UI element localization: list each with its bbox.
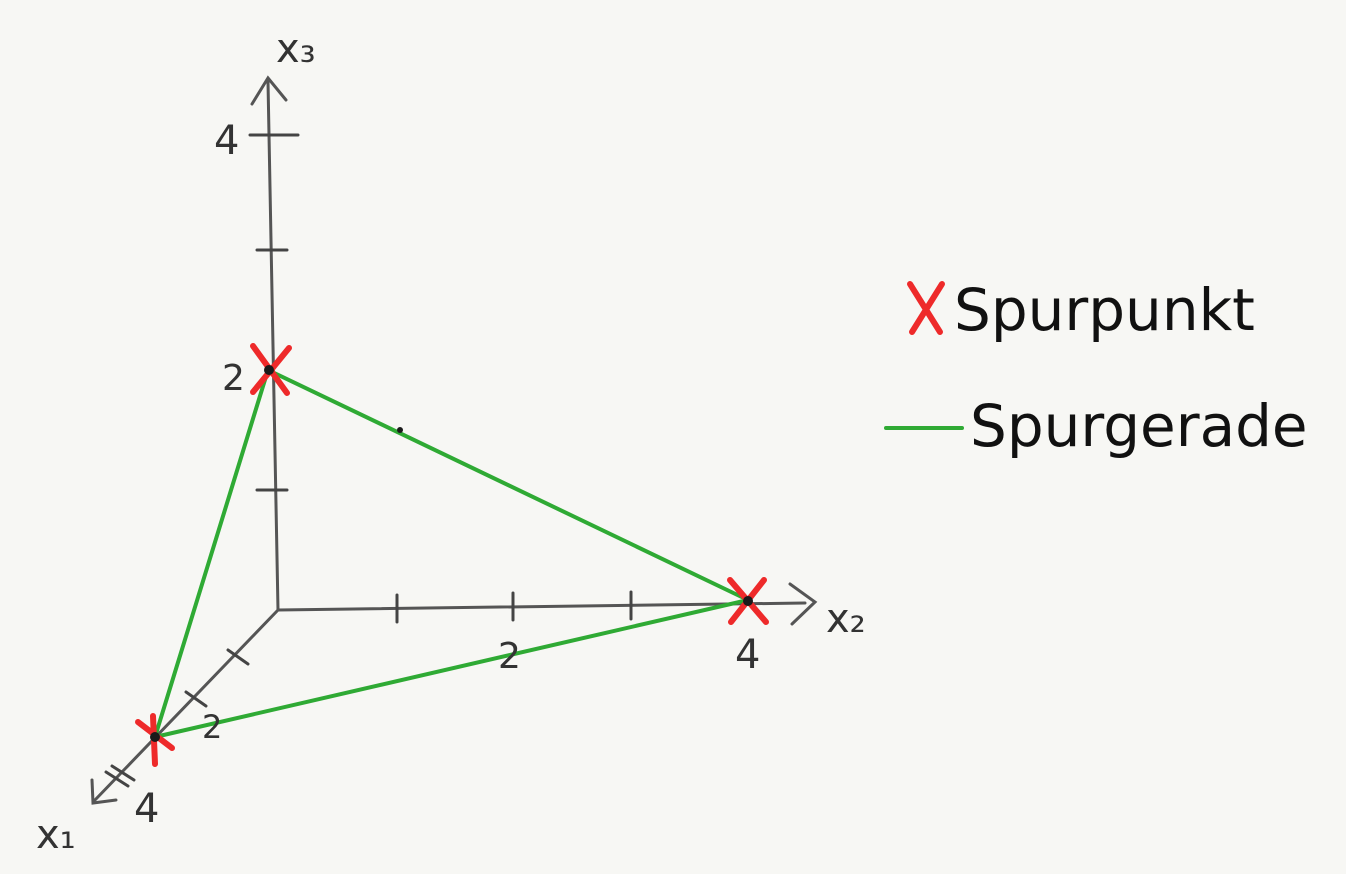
legend-line-label: Spurgerade xyxy=(970,392,1308,460)
trace-line-x3-x1 xyxy=(153,368,270,739)
trace-point-x3 xyxy=(250,343,292,396)
x2-arrowhead xyxy=(788,582,818,626)
trace-line-x2-x3 xyxy=(266,368,750,602)
x1-tick-4b xyxy=(110,764,136,782)
x3-arrowhead xyxy=(250,75,288,106)
x1-tick-label-4: 4 xyxy=(134,786,159,832)
legend: Spurpunkt Spurgerade xyxy=(884,276,1308,460)
x2-tick-label-4: 4 xyxy=(735,632,760,678)
x3-tick-label-4: 4 xyxy=(214,118,239,164)
trace-line-dot xyxy=(397,427,403,433)
x1-arrowhead xyxy=(90,778,118,805)
x1-tick-4a xyxy=(104,770,130,788)
x1-axis xyxy=(93,608,280,802)
x2-axis-label: x₂ xyxy=(826,596,866,642)
x2-tick-label-2: 2 xyxy=(498,636,521,677)
x1-axis-label: x₁ xyxy=(36,812,76,858)
x1-tick-2 xyxy=(184,690,208,708)
x3-axis-label: x₃ xyxy=(276,26,316,72)
trace-point-x2 xyxy=(727,577,769,625)
x3-tick-label-2: 2 xyxy=(222,358,245,399)
legend-point-icon xyxy=(907,281,945,335)
x1-tick-label-2: 2 xyxy=(202,708,222,746)
trace-point-x1 xyxy=(135,713,175,767)
x2-axis xyxy=(276,601,807,612)
x1-tick-1 xyxy=(226,648,250,666)
trace-line-x1-x2 xyxy=(153,598,750,739)
x3-axis xyxy=(266,80,280,612)
legend-point-label: Spurpunkt xyxy=(954,276,1255,344)
